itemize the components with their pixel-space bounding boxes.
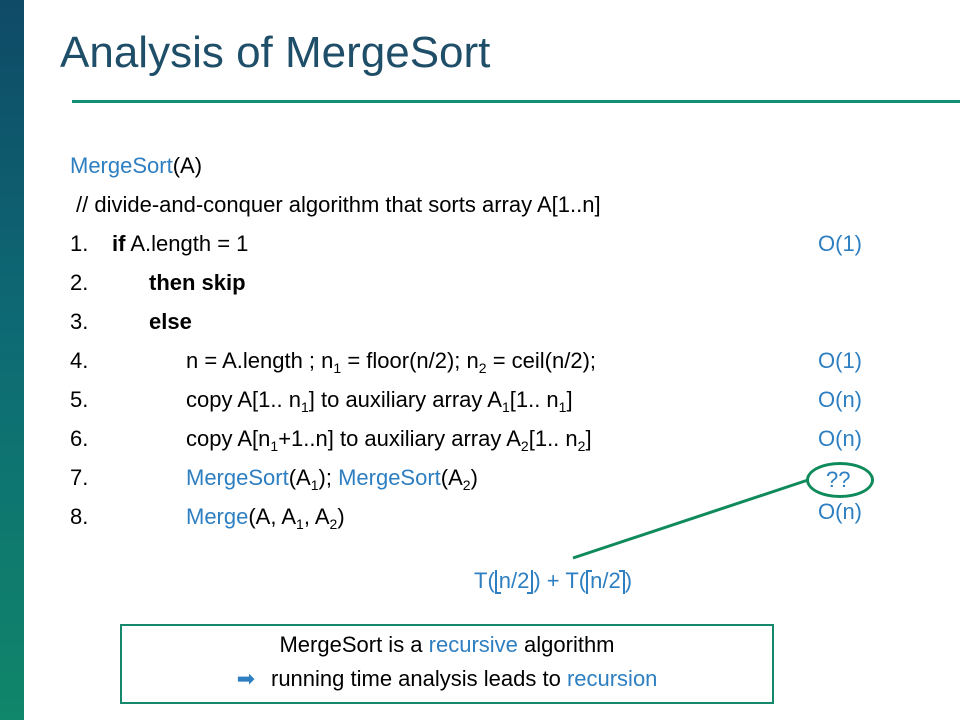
cost-line-4: O(1): [818, 348, 862, 373]
keyword-if: if: [112, 231, 126, 256]
keyword-then-skip: then skip: [149, 270, 246, 295]
call-mergesort: MergeSort: [186, 465, 289, 490]
right-arrow-icon: ➡: [236, 666, 255, 691]
function-name: MergeSort: [70, 153, 173, 178]
line-text: MergeSort(A1); MergeSort(A2): [186, 465, 478, 493]
line-number: 5.: [70, 387, 89, 412]
note-box: MergeSort is a recursive algorithm ➡runn…: [120, 624, 774, 704]
cost-line-1: O(1): [818, 231, 862, 256]
cost-line-7: ??: [826, 467, 851, 492]
line-number: 2.: [70, 270, 89, 295]
cost-line-5: O(n): [818, 387, 862, 412]
note-line-2: ➡running time analysis leads to recursio…: [122, 664, 772, 694]
code-comment: // divide-and-conquer algorithm that sor…: [76, 192, 601, 217]
line-number: 7.: [70, 465, 89, 490]
line-number: 3.: [70, 309, 89, 334]
ceil-term: n/2: [586, 568, 625, 594]
line-number: 1.: [70, 231, 89, 256]
line-text: Merge(A, A1, A2): [186, 504, 345, 532]
sidebar-bar: [0, 0, 24, 720]
cost-line-6: O(n): [818, 426, 862, 451]
keyword-else: else: [149, 309, 192, 334]
function-args: (A): [172, 153, 203, 178]
title-divider: [72, 100, 960, 103]
line-text: n = A.length ; n1 = floor(n/2); n2 = cei…: [186, 348, 597, 376]
line-text: A.length = 1: [125, 231, 249, 256]
line-number: 6.: [70, 426, 89, 451]
call-merge: Merge: [186, 504, 249, 529]
line-text: copy A[n1+1..n] to auxiliary array A2[1.…: [186, 426, 592, 454]
call-mergesort: MergeSort: [338, 465, 441, 490]
floor-term: n/2: [494, 568, 534, 594]
line-number: 4.: [70, 348, 89, 373]
page-title: Analysis of MergeSort: [60, 28, 491, 77]
code-header: MergeSort(A): [70, 153, 202, 179]
cost-line-8: O(n): [818, 499, 862, 524]
line-number: 8.: [70, 504, 89, 529]
line-text: copy A[1.. n1] to auxiliary array A1[1..…: [186, 387, 573, 415]
note-line-1: MergeSort is a recursive algorithm: [279, 632, 615, 657]
recurrence-expression: T(n/2) + T(n/2): [474, 568, 633, 594]
